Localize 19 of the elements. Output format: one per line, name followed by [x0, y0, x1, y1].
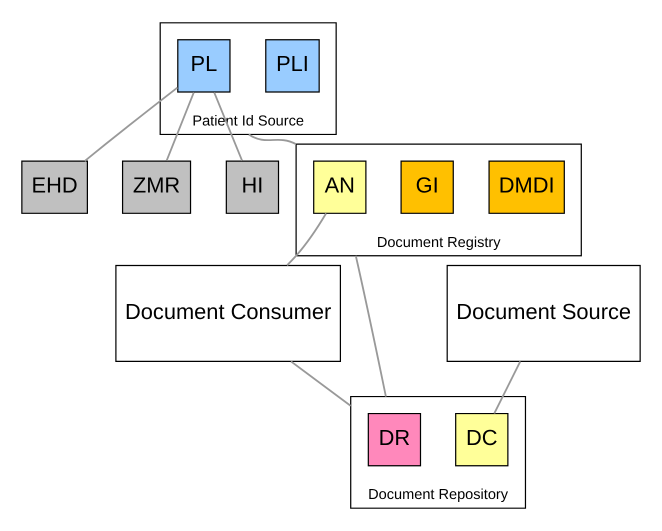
- node-box: PL: [177, 39, 231, 93]
- connector: [493, 361, 522, 414]
- node-box: DMDI: [488, 160, 565, 214]
- node-box: EHD: [21, 160, 88, 214]
- node-box: PLI: [265, 39, 320, 93]
- node-box: DC: [455, 412, 508, 466]
- node-box: HI: [226, 160, 280, 214]
- connector: [290, 360, 352, 407]
- connector: [84, 86, 178, 162]
- node-box: Document Consumer: [115, 264, 342, 362]
- node-box: DR: [368, 412, 422, 466]
- node-box: Document Source: [446, 264, 641, 362]
- connector: [354, 256, 387, 397]
- node-box: GI: [400, 160, 454, 214]
- node-box: ZMR: [122, 160, 192, 214]
- node-box: AN: [313, 160, 366, 214]
- connector: [248, 134, 296, 145]
- connector: [166, 92, 195, 162]
- connector: [213, 92, 243, 162]
